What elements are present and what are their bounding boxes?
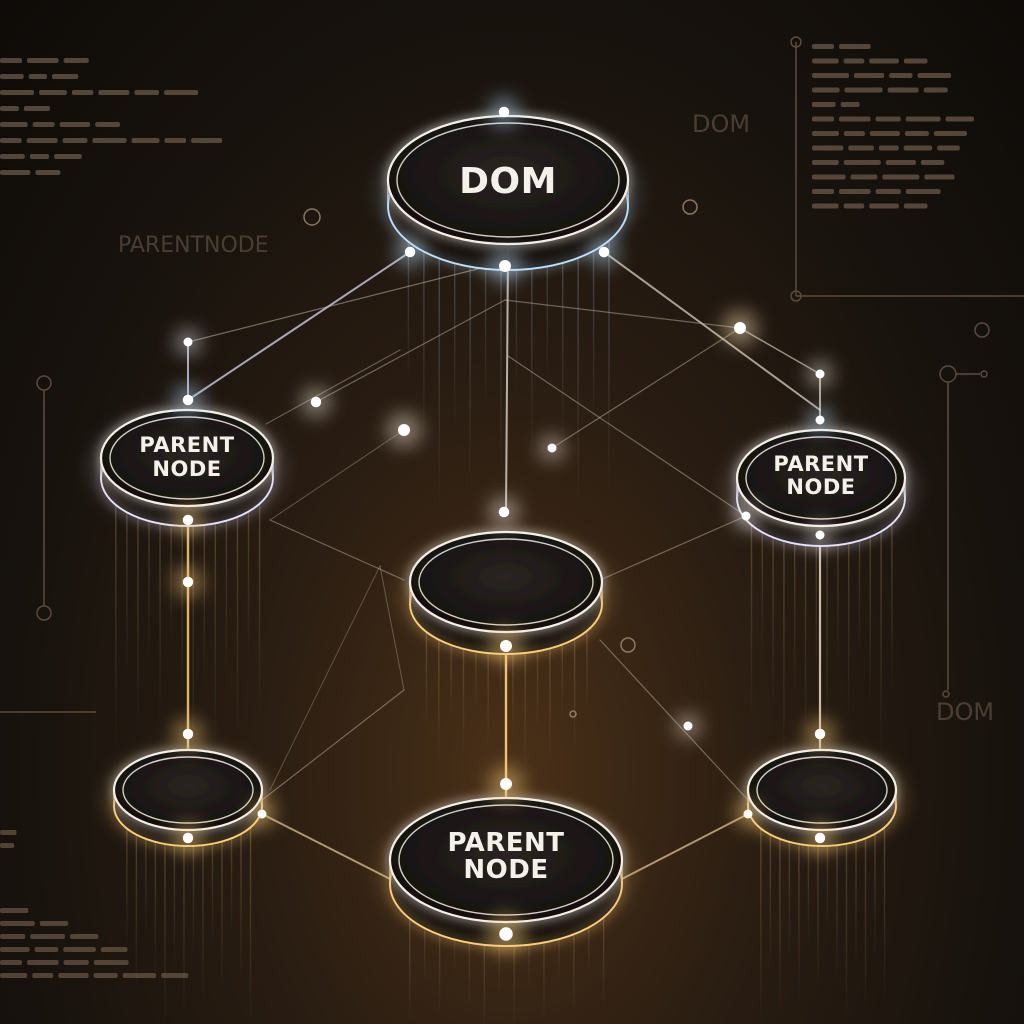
glow-point [499,927,513,941]
bottom-parent-node [381,796,631,947]
glow-point [182,394,194,406]
bottom-parent-node-label-line1: PARENT [447,828,564,858]
tree-connections [186,249,822,881]
glow-point [683,721,693,731]
glow-point [815,530,825,540]
glow-point [734,322,746,334]
center-node [401,530,611,655]
code-panel-frame [790,36,1024,302]
glow-point [404,246,416,258]
left-parent-node [92,408,282,527]
bottom-left-node [105,748,271,847]
background-code-bottom-left [0,830,189,978]
background-code-right [812,44,974,209]
bottom-parent-node-label-line2: NODE [463,855,548,885]
ghost-parentnode-label: PARENTNODE [118,233,269,258]
ghost-dom-label-top: DOM [692,110,750,138]
glow-point [741,511,751,521]
right-parent-node-label-line1: PARENT [773,452,868,476]
glow-point [182,576,194,588]
decorative-left-rail [0,375,96,713]
glow-point [398,424,410,436]
glow-points [172,96,836,954]
glow-point [257,809,267,819]
glow-point [183,337,193,347]
ghost-dom-label-bottom: DOM [936,698,994,726]
right-parent-node-label-line2: NODE [786,475,855,499]
glow-point [743,809,753,819]
left-parent-node-label-line1: PARENT [139,433,234,457]
root-node-label: DOM [459,161,557,202]
decorative-ring [682,199,698,215]
glow-point [598,246,610,258]
glow-point [498,506,510,518]
glow-point [182,728,194,740]
glow-point [498,106,510,118]
glow-point [815,369,825,379]
glow-point [182,514,194,526]
glow-point [814,832,826,844]
left-parent-node-label-line2: NODE [152,457,221,481]
tree-nodes [92,114,914,947]
glow-point [499,260,511,272]
glow-point [310,396,322,408]
glow-point [814,728,826,740]
decorative-ring [620,637,636,653]
glow-point [182,832,194,844]
glow-point [815,415,825,425]
decorative-right-rail [939,322,990,698]
decorative-ring [569,710,577,718]
glow-point [547,443,557,453]
background-code-left [0,58,223,175]
glow-point [500,778,512,790]
decorative-ring [303,208,321,226]
glow-point [500,640,512,652]
light-drips [115,206,893,1024]
